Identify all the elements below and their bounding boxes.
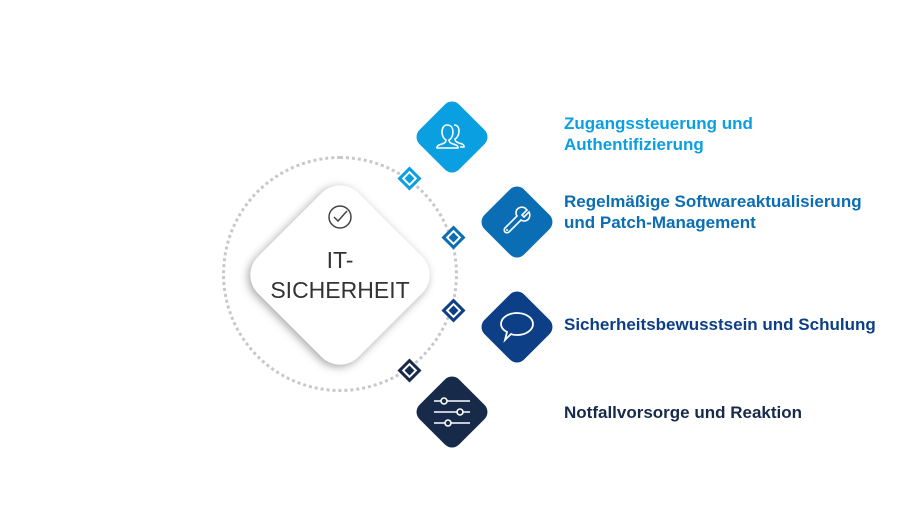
label-line: und Patch-Management — [564, 213, 756, 232]
sliders-icon — [424, 384, 480, 440]
center-title: IT- SICHERHEIT — [260, 245, 420, 305]
chat-bubble-icon — [489, 299, 545, 355]
check-circle-icon — [328, 205, 352, 229]
center-title-line1: IT- — [326, 247, 354, 273]
label-line: Zugangssteuerung und — [564, 114, 753, 133]
item-label-awareness: Sicherheitsbewusstsein und Schulung — [564, 314, 876, 335]
label-line: Notfallvorsorge und Reaktion — [564, 403, 803, 422]
users-icon — [424, 109, 480, 165]
center-title-line2: SICHERHEIT — [270, 277, 410, 303]
wrench-icon — [489, 194, 545, 250]
label-line: Authentifizierung — [564, 135, 704, 154]
item-label-emergency: Notfallvorsorge und Reaktion — [564, 402, 802, 423]
label-line: Sicherheitsbewusstsein und Schulung — [564, 315, 876, 334]
label-line: Regelmäßige Softwareaktualisierung — [564, 192, 862, 211]
dotted-ring — [222, 156, 458, 392]
item-label-patch: Regelmäßige Softwareaktualisierung und Pa… — [564, 191, 862, 233]
